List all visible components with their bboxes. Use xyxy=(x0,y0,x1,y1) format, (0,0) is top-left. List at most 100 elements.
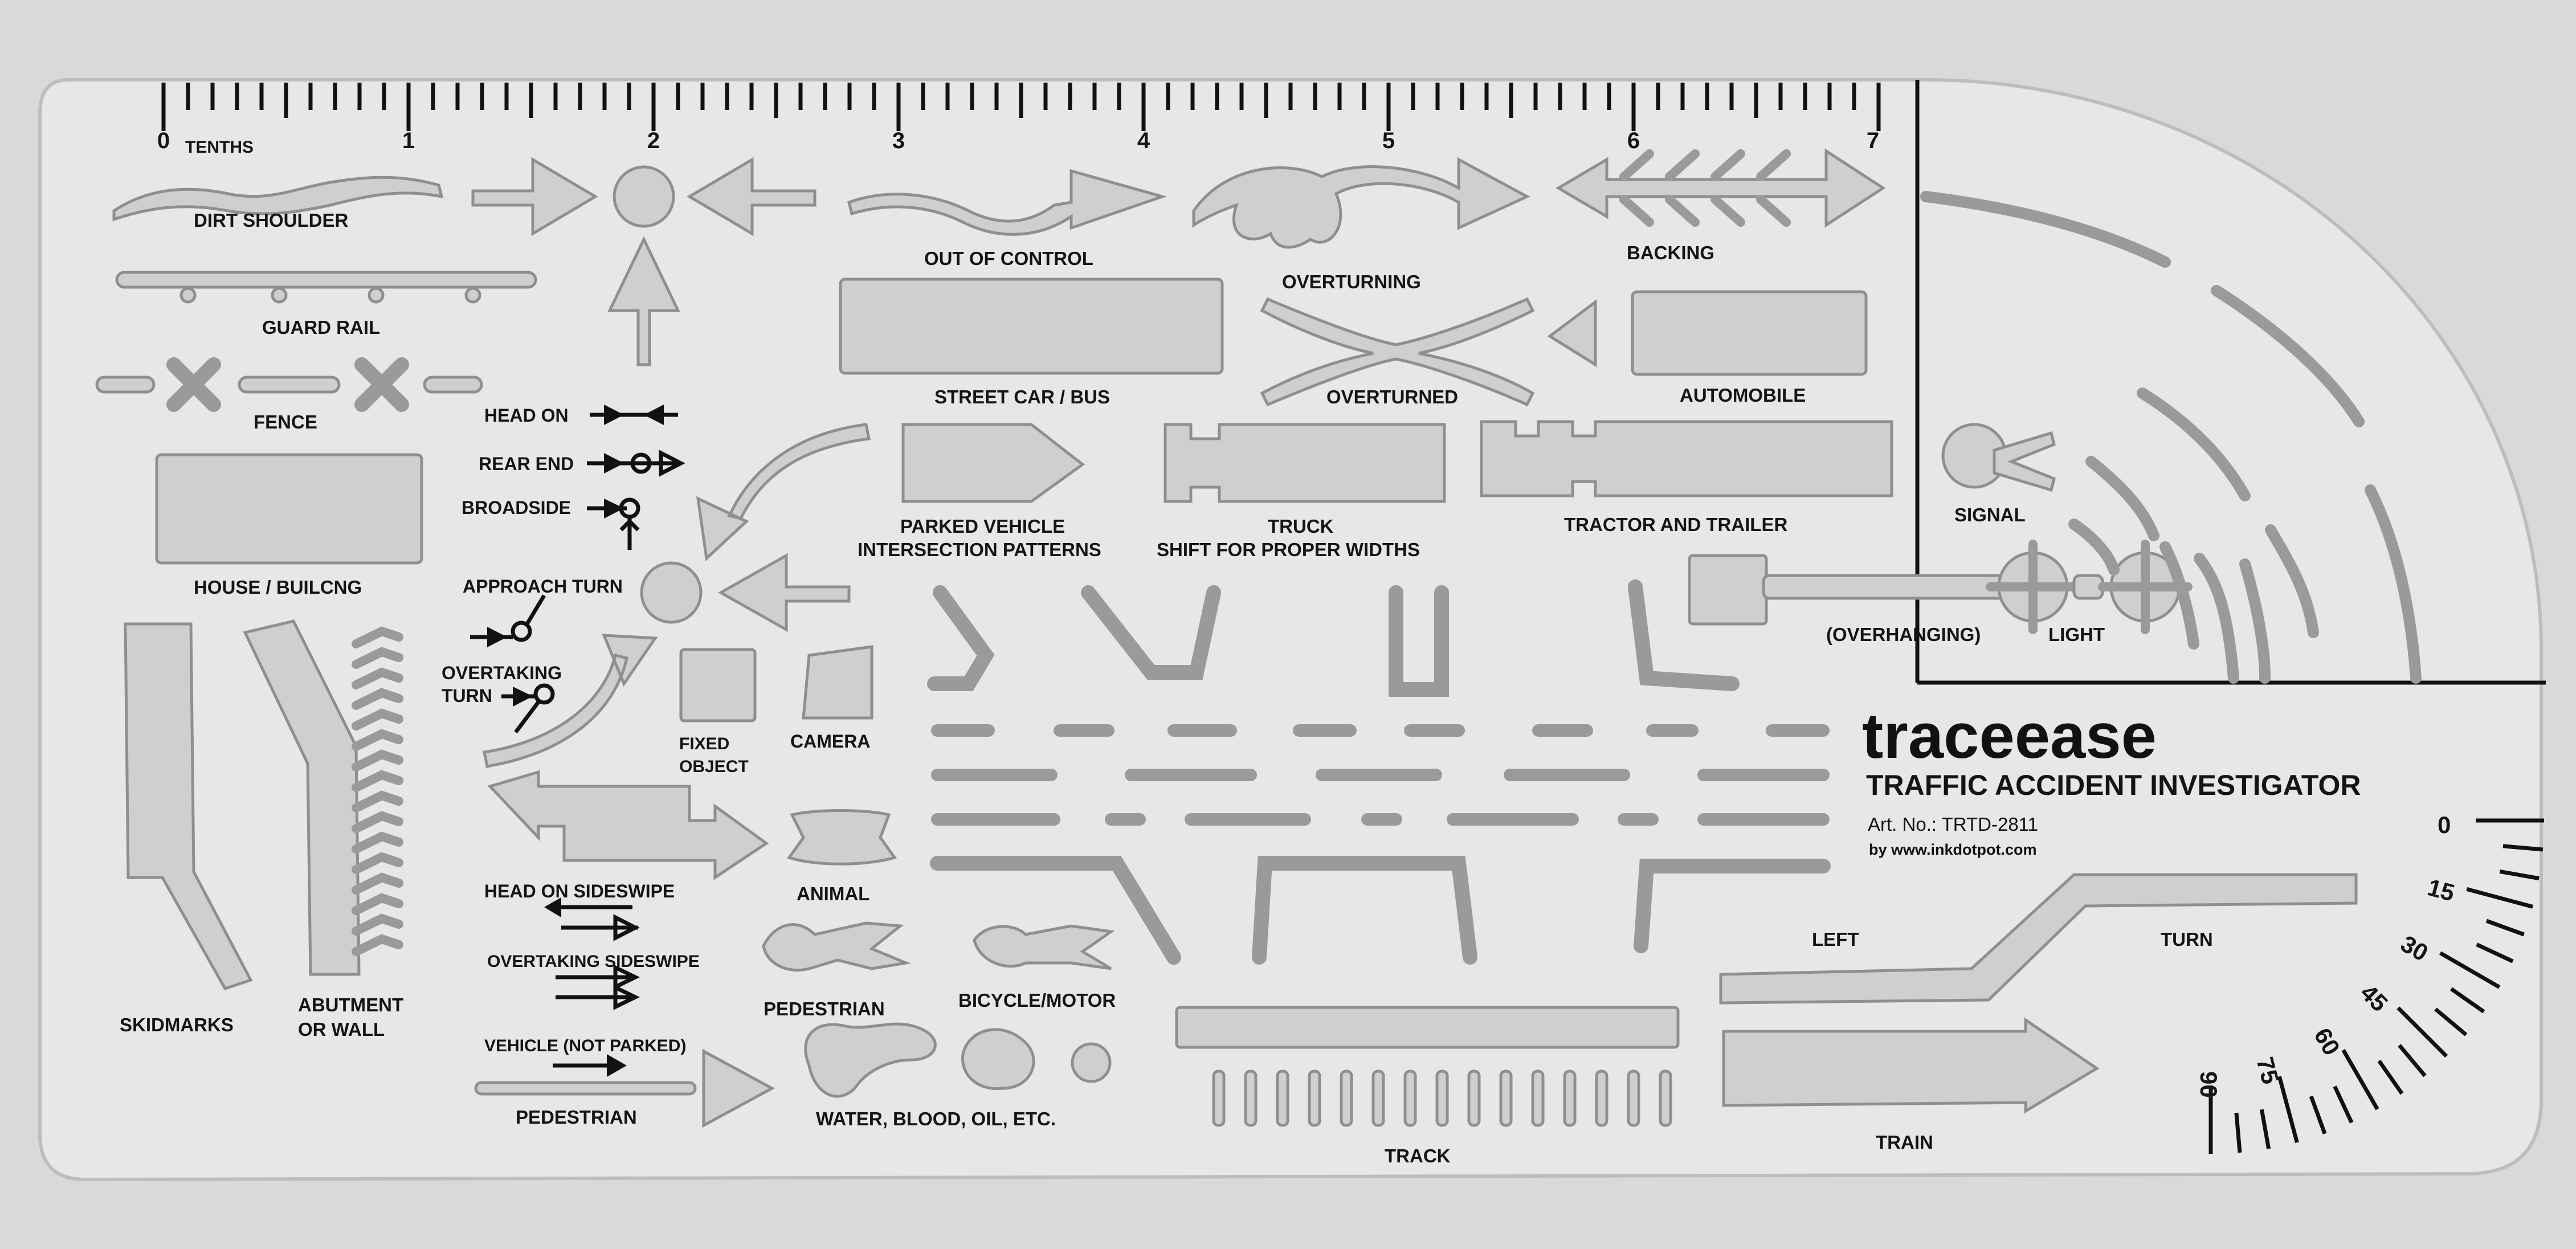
animal-cutout xyxy=(786,809,897,866)
abutment-hatch-mark xyxy=(352,893,403,915)
bicycle-motor-cutout xyxy=(973,924,1115,970)
protractor-tick xyxy=(2466,887,2534,909)
intersection-patterns xyxy=(927,579,1831,965)
protractor-tick xyxy=(2277,1076,2299,1144)
abutment-hatch-mark xyxy=(352,770,403,792)
track-tie xyxy=(1371,1070,1385,1127)
track-tie xyxy=(1435,1070,1449,1127)
shift-widths-label: SHIFT FOR PROPER WIDTHS xyxy=(1157,539,1420,560)
track-ties xyxy=(1212,1070,1672,1127)
abutment-hatch-mark xyxy=(352,729,403,751)
abutment-hatch-mark xyxy=(352,852,403,874)
protractor-tick xyxy=(2234,1112,2242,1153)
track-tie xyxy=(1212,1070,1226,1127)
broadside-icon xyxy=(587,497,640,550)
overhanging-light-cutout xyxy=(1688,540,2193,634)
track-tie xyxy=(1244,1070,1258,1127)
dirt-shoulder-cutout xyxy=(112,175,444,222)
track-tie xyxy=(1308,1070,1321,1127)
protractor-tick xyxy=(2397,1006,2448,1058)
abutment-hatch-mark xyxy=(352,913,403,936)
track-rail-cutout xyxy=(1175,1006,1680,1049)
camera-label: CAMERA xyxy=(790,731,870,752)
double-arrow-cutout xyxy=(487,770,769,880)
train-label: TRAIN xyxy=(1876,1132,1933,1153)
protractor-tick xyxy=(2502,844,2544,852)
automobile-label: AUTOMOBILE xyxy=(1680,385,1806,406)
ruler-number-0: 0 xyxy=(157,128,170,153)
brand-art-no: Art. No.: TRTD-2811 xyxy=(1868,814,2038,835)
protractor-tick xyxy=(2476,942,2514,964)
abutment-hatch-mark xyxy=(352,667,403,689)
bicycle-motor-label: BICYCLE/MOTOR xyxy=(958,990,1116,1011)
intersection-circle-top xyxy=(613,165,675,228)
track-tie xyxy=(1659,1070,1672,1127)
guard-rail-label: GUARD RAIL xyxy=(262,317,380,338)
ruler-number-2: 2 xyxy=(647,128,660,153)
radius-arcs xyxy=(1920,191,2422,684)
guard-rail-posts xyxy=(179,287,481,304)
curved-arrow-bottom xyxy=(483,634,658,768)
overturned-label: OVERTURNED xyxy=(1326,386,1458,407)
house-label: HOUSE / BUILCNG xyxy=(194,577,362,598)
pedestrian-cutout xyxy=(762,921,911,972)
left-turn-label: LEFT xyxy=(1812,929,1859,950)
head-on-label: HEAD ON xyxy=(484,405,569,426)
overtaking-turn-label-2: TURN xyxy=(442,685,492,706)
track-tie xyxy=(1563,1070,1577,1127)
abutment-hatch-mark xyxy=(352,749,403,772)
guard-rail-cutout xyxy=(115,271,537,289)
overturned-cutout xyxy=(1260,297,1535,407)
backing-label: BACKING xyxy=(1627,242,1714,263)
overtaking-turn-label-1: OVERTAKING xyxy=(442,663,562,683)
light-label: LIGHT xyxy=(2048,624,2105,645)
fixed-object-label-1: FIXED xyxy=(679,734,729,753)
track-tie xyxy=(1403,1070,1417,1127)
ruler-number-3: 3 xyxy=(892,128,905,153)
out-of-control-label: OUT OF CONTROL xyxy=(924,248,1093,269)
protractor-tick xyxy=(2309,1095,2327,1134)
brand-product: TRAFFIC ACCIDENT INVESTIGATOR xyxy=(1866,769,2361,801)
signal-cutout xyxy=(1941,423,2056,492)
overturning-cutout xyxy=(1192,157,1530,249)
protractor-tick xyxy=(2259,1109,2271,1149)
ruler-number-5: 5 xyxy=(1382,128,1395,153)
track-tie xyxy=(1531,1070,1545,1127)
train-cutout xyxy=(1722,1017,2100,1114)
out-of-control-cutout xyxy=(847,169,1167,236)
arrow-right-cutout xyxy=(471,157,598,236)
protractor-angle-90: 90 xyxy=(2195,1071,2222,1098)
house-cutout xyxy=(155,453,423,565)
skidmarks-cutout xyxy=(124,622,253,991)
overturned-arrowhead xyxy=(1547,299,1597,368)
protractor-tick xyxy=(2333,1085,2354,1124)
signal-label: SIGNAL xyxy=(1954,504,2026,525)
head-on-sideswipe-label: HEAD ON SIDESWIPE xyxy=(484,881,675,901)
camera-cutout xyxy=(802,645,873,720)
abutment-hatch-mark xyxy=(352,831,403,854)
water-blood-oil-cutout xyxy=(804,1022,1112,1098)
pedestrian-path-label: PEDESTRIAN xyxy=(516,1107,637,1128)
broadside-label: BROADSIDE xyxy=(462,497,571,518)
protractor-tick xyxy=(2450,987,2485,1014)
truck-cutout xyxy=(1164,423,1446,503)
skidmarks-label: SKIDMARKS xyxy=(120,1014,234,1035)
abutment-label-2: OR WALL xyxy=(298,1019,385,1040)
intersection-patterns-label: INTERSECTION PATTERNS xyxy=(858,539,1101,560)
brand-by: by www.inkdotpot.com xyxy=(1869,841,2037,858)
ruler-number-6: 6 xyxy=(1627,128,1640,153)
vehicle-not-parked-label: VEHICLE (NOT PARKED) xyxy=(484,1036,686,1055)
approach-turn-icon xyxy=(470,594,546,647)
brand-logo: traceease xyxy=(1862,700,2157,772)
ruler xyxy=(161,83,1881,131)
abutment-hatch-mark xyxy=(352,647,403,669)
protractor xyxy=(2208,818,2544,1154)
track-tie xyxy=(1467,1070,1481,1127)
protractor-tick xyxy=(2485,919,2525,937)
ruler-number-7: 7 xyxy=(1867,128,1879,153)
track-label: TRACK xyxy=(1385,1145,1451,1166)
curved-arrow-top xyxy=(696,423,871,562)
abutment-hatch-mark xyxy=(352,934,403,956)
protractor-angle-0: 0 xyxy=(2438,811,2451,838)
